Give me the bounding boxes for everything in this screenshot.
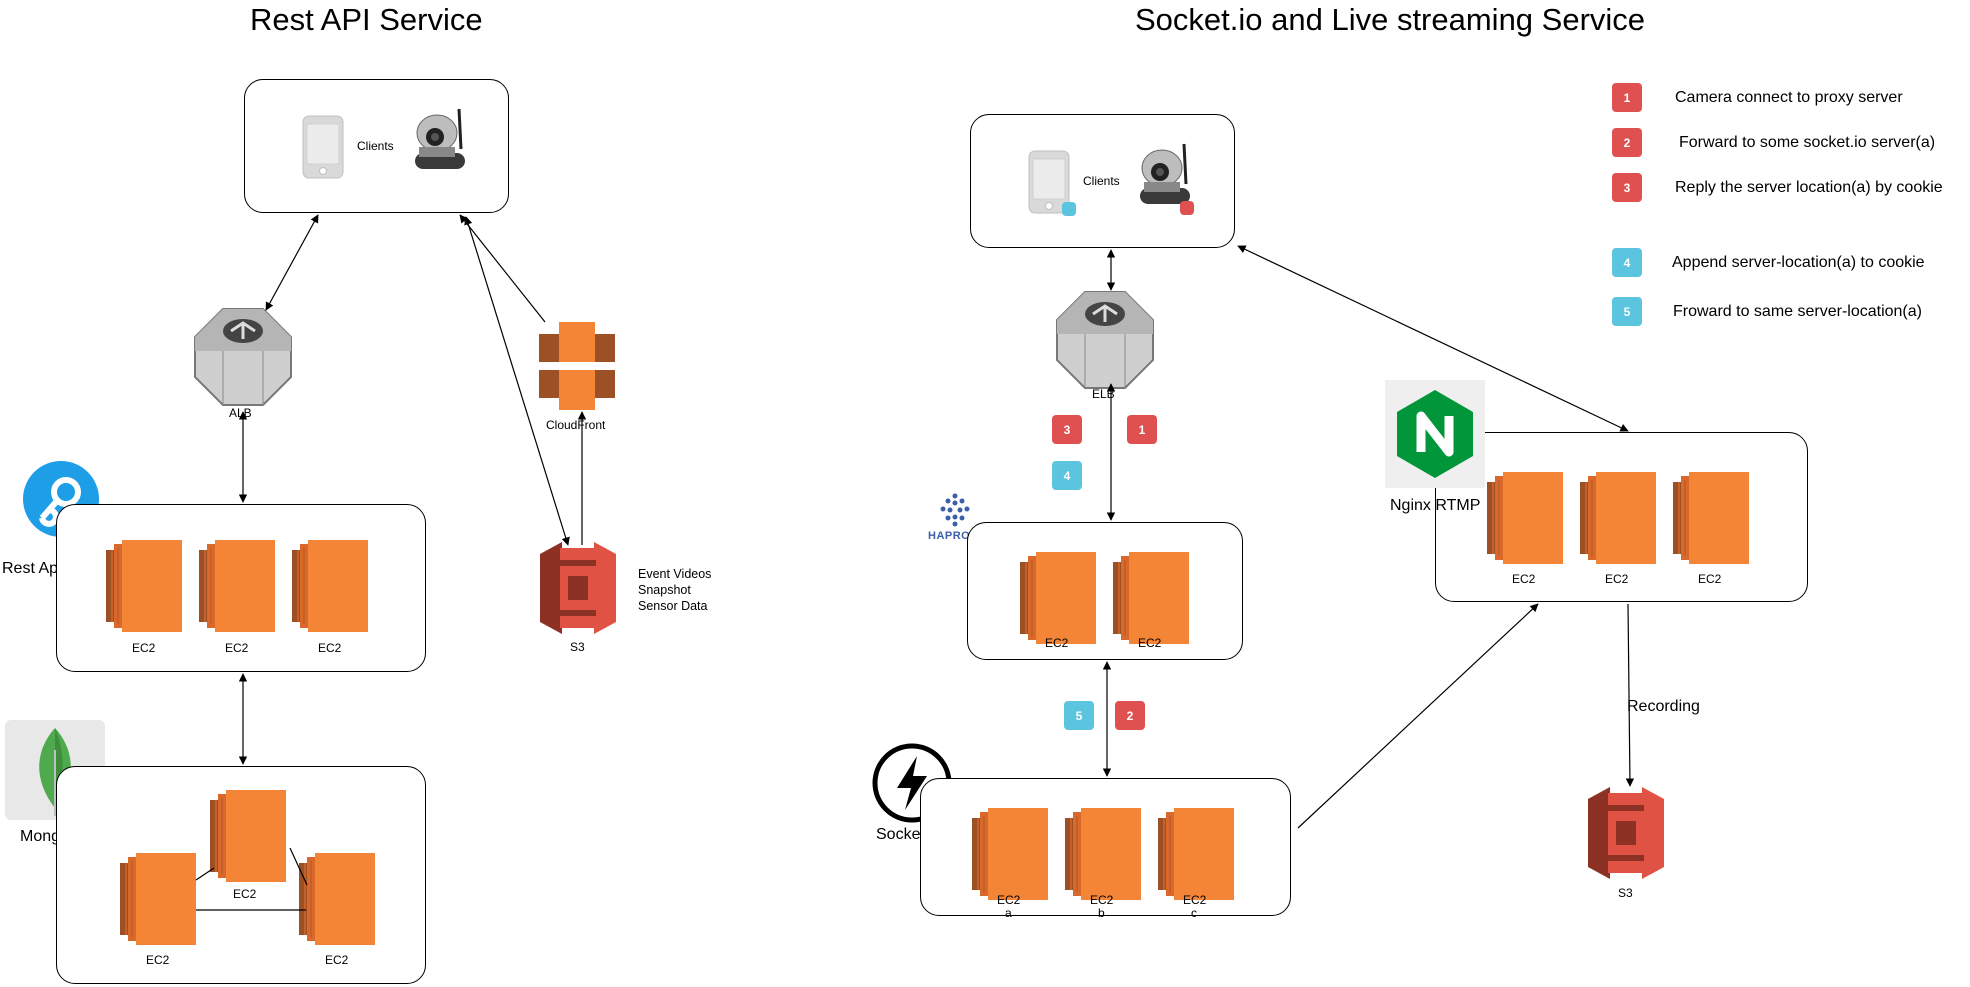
ec2-instance-icon: [299, 853, 375, 945]
s3-label: S3: [1618, 886, 1633, 900]
ec2-label: EC2: [1183, 893, 1207, 907]
ec2-label: EC2: [1512, 572, 1536, 586]
ec2-label: EC2: [146, 953, 170, 967]
ec2-label: EC2: [1605, 572, 1629, 586]
ec2-instance-icon: [1487, 472, 1563, 564]
rest-api-title: Rest API Service: [250, 2, 483, 37]
live-clients-box: [970, 114, 1235, 248]
s3-label: S3: [570, 640, 585, 654]
nginx-rtmp-label: Nginx RTMP: [1390, 497, 1481, 514]
phone-icon: [1028, 150, 1070, 219]
ec2-label: EC2: [1090, 893, 1114, 907]
recording-label: Recording: [1627, 698, 1700, 715]
step-badge-2: 2: [1115, 701, 1145, 730]
client-marker-blue: [1062, 202, 1076, 216]
ec2-label: EC2: [325, 953, 349, 967]
ec2-suffix: a: [1005, 906, 1012, 920]
ec2-label: EC2: [1698, 572, 1722, 586]
ec2-instance-icon: [210, 790, 286, 882]
step-badge-1: 1: [1127, 415, 1157, 444]
s3-bucket-icon: [1588, 787, 1664, 879]
ec2-instance-icon: [1113, 552, 1189, 644]
mongodb-replica-link: [195, 867, 215, 881]
s3-contents-note: Event Videos Snapshot Sensor Data: [638, 566, 711, 614]
step-badge-5: 5: [1064, 701, 1094, 730]
phone-icon: [302, 115, 344, 184]
elb-icon: [1055, 290, 1155, 395]
socket-service-title: Socket.io and Live streaming Service: [1135, 2, 1646, 37]
ec2-instance-icon: [972, 808, 1048, 900]
legend-badge-2: 2: [1612, 128, 1642, 157]
ec2-instance-icon: [120, 853, 196, 945]
mongodb-replica-link: [289, 847, 308, 886]
nginx-s3-recording-link: [1625, 603, 1635, 787]
s3-note-line: Snapshot: [638, 583, 691, 597]
legend-text-3: Reply the server location(a) by cookie: [1675, 179, 1943, 196]
s3-bucket-icon: [540, 542, 616, 634]
legend-badge-3: 3: [1612, 173, 1642, 202]
ec2-label: EC2: [132, 641, 156, 655]
rest-clients-label: Clients: [357, 139, 394, 153]
camera-marker-red: [1180, 201, 1194, 215]
ec2-label: EC2: [1045, 636, 1069, 650]
legend-text-2: Forward to some socket.io server(a): [1679, 134, 1936, 151]
haproxy-group-box: [967, 522, 1243, 660]
ec2-instance-icon: [1020, 552, 1096, 644]
s3-note-line: Event Videos: [638, 567, 712, 581]
ec2-instance-icon: [106, 540, 182, 632]
clients-nginx-link: [1237, 245, 1629, 432]
ec2-instance-icon: [1158, 808, 1234, 900]
ec2-label: EC2: [1138, 636, 1162, 650]
ec2-label: EC2: [225, 641, 249, 655]
ip-camera-icon: [405, 105, 475, 180]
clients-alb-link: [265, 214, 319, 311]
cloudfront-clients-link: [459, 214, 546, 323]
ec2-suffix: b: [1098, 906, 1105, 920]
legend-badge-1: 1: [1612, 83, 1642, 112]
ec2-label: EC2: [997, 893, 1021, 907]
s3-clients-link: [464, 216, 570, 546]
ec2-suffix: c: [1191, 906, 1197, 920]
alb-icon: [193, 307, 293, 412]
step-badge-4: 4: [1052, 461, 1082, 490]
ec2-instance-icon: [1580, 472, 1656, 564]
legend-text-1: Camera connect to proxy server: [1675, 89, 1903, 106]
ip-camera-icon: [1130, 140, 1200, 215]
ec2-label: EC2: [233, 887, 257, 901]
ec2-instance-icon: [1065, 808, 1141, 900]
socketio-nginx-link: [1297, 603, 1539, 829]
legend-text-4: Append server-location(a) to cookie: [1672, 254, 1925, 271]
rest-clients-box: [244, 79, 509, 213]
ec2-instance-icon: [1673, 472, 1749, 564]
ec2-instance-icon: [199, 540, 275, 632]
ec2-instance-icon: [292, 540, 368, 632]
s3-note-line: Sensor Data: [638, 599, 708, 613]
haproxy-logo-icon: [937, 492, 973, 533]
ec2-label: EC2: [318, 641, 342, 655]
legend-text-5: Froward to same server-location(a): [1673, 303, 1922, 320]
step-badge-3: 3: [1052, 415, 1082, 444]
live-clients-label: Clients: [1083, 174, 1120, 188]
